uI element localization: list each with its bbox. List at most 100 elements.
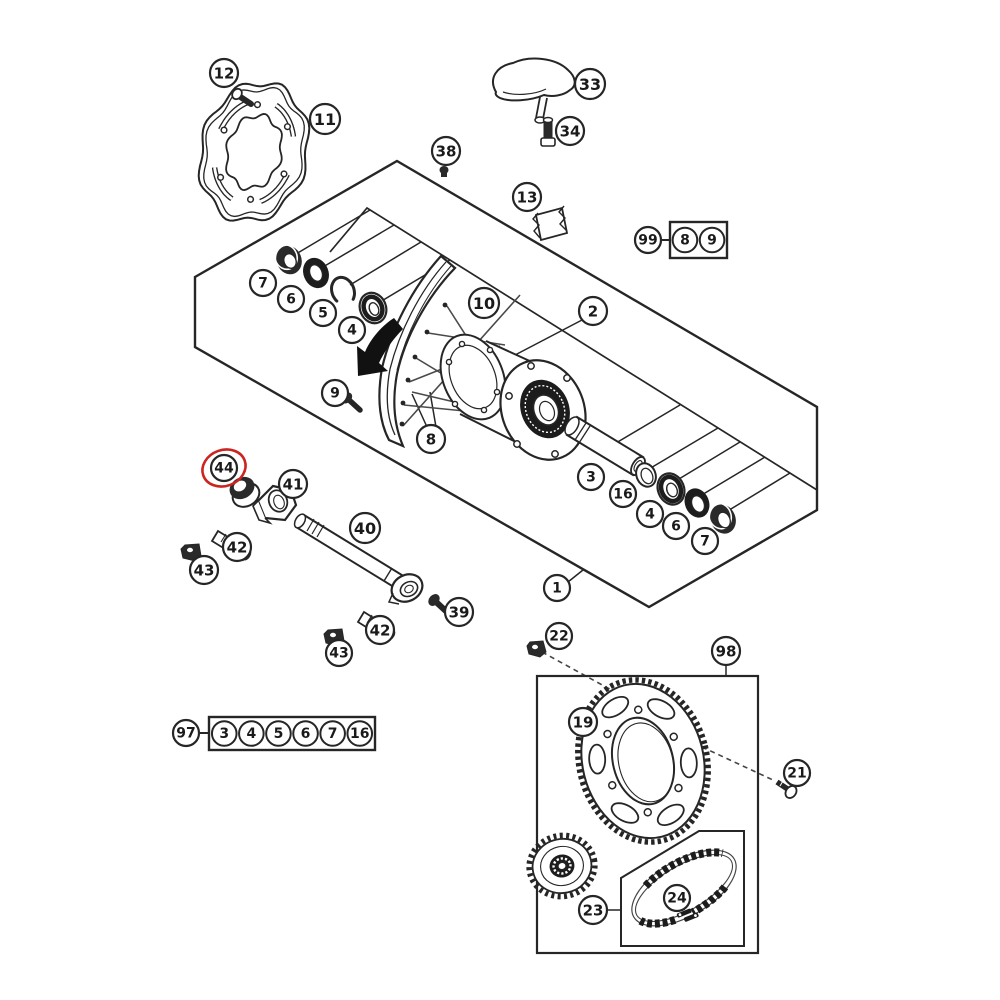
- circlip-ring: [330, 275, 357, 303]
- callout-40: 40: [348, 511, 382, 545]
- front-sprocket: [526, 832, 598, 900]
- callout-label: 4: [645, 507, 655, 523]
- nut-bore: [267, 489, 289, 513]
- bolt-hole: [669, 732, 678, 741]
- callout-circle: [661, 511, 691, 541]
- callout-label: 8: [426, 431, 436, 449]
- sprocket-kit-box: [535, 674, 760, 955]
- hub-flange-left-holes: [445, 340, 501, 414]
- callout-label: 98: [716, 643, 737, 661]
- callout-41: 41: [277, 468, 309, 500]
- callout-circle: [573, 67, 607, 101]
- group-item-label-7: 7: [328, 726, 338, 742]
- sprocket-teeth: [526, 832, 598, 900]
- nut-hex-side: [252, 500, 273, 525]
- callout-circle: [710, 635, 742, 667]
- chain-link-run: [638, 916, 677, 928]
- slot: [656, 803, 685, 827]
- callout-label: 22: [549, 629, 568, 645]
- callout-21: 21: [782, 758, 812, 788]
- callout-circle: [277, 468, 309, 500]
- main-assembly-outline: [193, 159, 819, 609]
- callout-label: 5: [318, 306, 328, 322]
- callout-label: 39: [449, 604, 470, 622]
- axle-end: [293, 513, 307, 529]
- rim-detail-2: [396, 265, 452, 371]
- nipple-base: [441, 173, 447, 177]
- callout-16: 16: [608, 479, 638, 509]
- callout-circle: [542, 573, 572, 603]
- callout-7: 7: [690, 526, 720, 556]
- sprocket-opening-inner: [617, 722, 675, 803]
- callout-circle: [511, 181, 543, 213]
- right-ring-16: [635, 462, 657, 488]
- callout-circle: [209, 453, 239, 483]
- bolt-hole: [674, 783, 683, 793]
- link-pin: [694, 914, 697, 917]
- bolt-hole: [634, 705, 643, 714]
- bolt-hole: [608, 781, 617, 790]
- tube-collar-a: [574, 422, 587, 441]
- group-item-label-16: 16: [350, 726, 369, 742]
- rim-lock-bolt: [540, 116, 556, 147]
- spoke-nipple-38: [439, 166, 449, 177]
- slot: [601, 695, 630, 719]
- callout-circle: [221, 531, 253, 563]
- bolt-hole: [643, 808, 652, 817]
- callout-1: 1: [542, 573, 572, 603]
- group-item-circle-3: [210, 720, 238, 747]
- right-bearing-4: [656, 472, 686, 506]
- callout-circle: [308, 102, 342, 136]
- callout-label: 7: [700, 534, 710, 550]
- disc-bolt-hole: [283, 123, 291, 131]
- tube-end-left: [564, 416, 580, 436]
- flange-hole: [513, 440, 521, 448]
- rotation-arrow: [357, 318, 403, 376]
- callout-label: 24: [667, 891, 687, 907]
- callout-98: 98: [710, 635, 742, 667]
- spacer-bore: [283, 252, 297, 270]
- flange-hole: [505, 392, 513, 400]
- callout-circle: [308, 298, 338, 328]
- flange-hole: [551, 450, 559, 458]
- callout-43: 43: [188, 554, 220, 586]
- callout-4: 4: [635, 499, 665, 529]
- callout-label: 23: [583, 902, 604, 920]
- rim-lock-detail: [502, 88, 547, 95]
- bolt-thread: [779, 780, 784, 787]
- callout-label: 97: [176, 726, 195, 742]
- leader-lines: [295, 209, 791, 911]
- callout-label: 16: [613, 487, 632, 503]
- hub-bearing-bore-inner: [538, 400, 556, 422]
- bearing-bore: [665, 482, 679, 498]
- callout-circle: [430, 135, 462, 167]
- group-item-circle-5: [265, 720, 292, 747]
- nut-bore-inner: [273, 494, 285, 510]
- nipple: [412, 354, 418, 360]
- callout-circle: [364, 614, 396, 646]
- callout-circle: [188, 554, 220, 586]
- nipple: [399, 421, 405, 427]
- dashed-line-21: [701, 746, 774, 781]
- flange-hole: [451, 400, 459, 408]
- chain: [631, 848, 737, 928]
- hub: [439, 333, 587, 461]
- chain-link-run: [690, 884, 729, 916]
- rim-lock-body: [492, 57, 576, 102]
- callout-label: 9: [330, 386, 340, 402]
- callout-label: 2: [588, 303, 598, 321]
- sprocket-ring: [540, 845, 584, 887]
- flange-hole: [480, 406, 488, 414]
- slot: [646, 698, 676, 720]
- callout-circle: [544, 621, 574, 651]
- flange-hole: [486, 346, 494, 354]
- callout-label: 21: [787, 766, 806, 782]
- callout-10: 10: [467, 286, 501, 320]
- callout-13: 13: [511, 181, 543, 213]
- group-item-label-8: 8: [680, 233, 690, 249]
- bearing-bore: [368, 302, 380, 316]
- brake-disc: [197, 82, 311, 222]
- nipple: [424, 329, 430, 335]
